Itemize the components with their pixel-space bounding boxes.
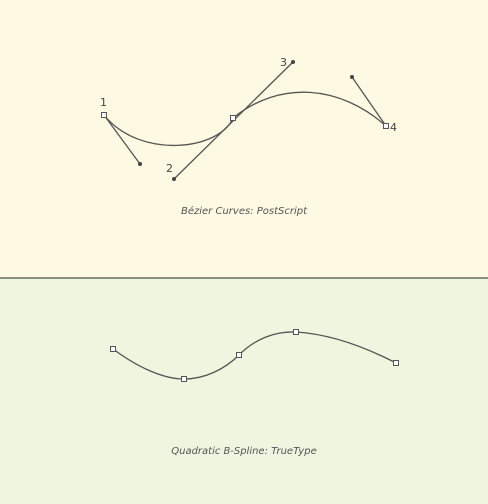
control-point-dot	[172, 177, 176, 181]
control-point-dot	[291, 60, 295, 64]
bezier-diagram: 1 2 3 4	[100, 56, 397, 181]
spline-point	[181, 376, 187, 382]
bspline-curve	[112, 331, 397, 380]
bspline-diagram	[110, 329, 399, 382]
bspline-caption: Quadratic B-Spline: TrueType	[171, 446, 317, 457]
point-label-2: 2	[166, 162, 173, 175]
spline-point	[110, 346, 116, 352]
anchor-point	[383, 123, 389, 129]
spline-point	[393, 360, 399, 366]
bezier-panel: 1 2 3 4 Bézier Curves: PostScript	[0, 0, 488, 278]
handle-line-3	[351, 76, 387, 127]
point-label-3: 3	[280, 56, 287, 69]
handle-line-1	[103, 114, 141, 165]
bspline-panel: Quadratic B-Spline: TrueType	[0, 279, 488, 504]
bezier-caption: Bézier Curves: PostScript	[180, 206, 308, 217]
point-label-1: 1	[100, 96, 107, 109]
bezier-curve-segment-2	[232, 91, 387, 127]
spline-point	[293, 329, 299, 335]
point-label-4: 4	[390, 121, 397, 134]
spline-point	[236, 352, 242, 358]
control-point-dot	[138, 162, 142, 166]
anchor-point	[230, 115, 236, 121]
anchor-point	[101, 112, 107, 118]
control-point-dot	[350, 75, 354, 79]
panel-divider	[0, 277, 488, 279]
